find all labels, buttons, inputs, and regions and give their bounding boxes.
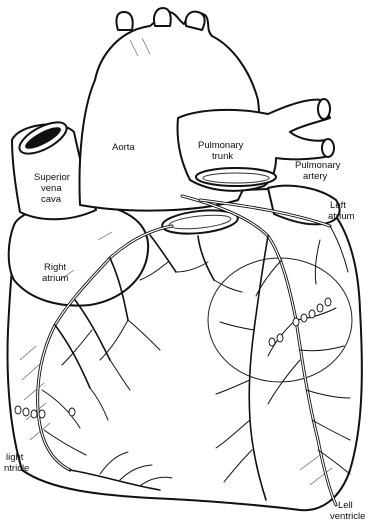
label-superior-vena-cava-line2: vena (41, 183, 62, 194)
pulmonary-artery-opening-lower (322, 139, 334, 157)
label-left-ventricle-line1: Lell (338, 500, 353, 511)
label-aorta: Aorta (112, 142, 135, 153)
label-pulmonary-artery-line1: Pulmonary (295, 160, 341, 171)
label-right-ventricle-line1: light (6, 452, 24, 463)
label-right-ventricle-line2: ntricle (4, 463, 29, 474)
label-right-atrium-line1: Right (44, 262, 67, 273)
aortic-arch-branch-1 (116, 12, 132, 30)
pulmonary-artery-opening-upper (318, 99, 330, 119)
pulmonary-trunk-lumen (203, 173, 269, 183)
label-left-atrium-line2: atrium (328, 211, 354, 222)
aortic-arch-branch-3 (186, 12, 205, 30)
label-left-atrium-line1: Left (330, 200, 346, 211)
label-pulmonary-artery-line2: artery (303, 171, 328, 182)
label-pulmonary-trunk-line1: Pulmonary (198, 140, 244, 151)
label-right-atrium-line2: atrium (42, 273, 68, 284)
label-left-ventricle-line2: ventricle (330, 511, 365, 522)
label-superior-vena-cava-line1: Superior (34, 172, 70, 183)
label-pulmonary-trunk-line2: trunk (212, 151, 233, 162)
aortic-arch-branch-2 (154, 8, 171, 26)
label-superior-vena-cava-line3: cava (41, 194, 62, 205)
